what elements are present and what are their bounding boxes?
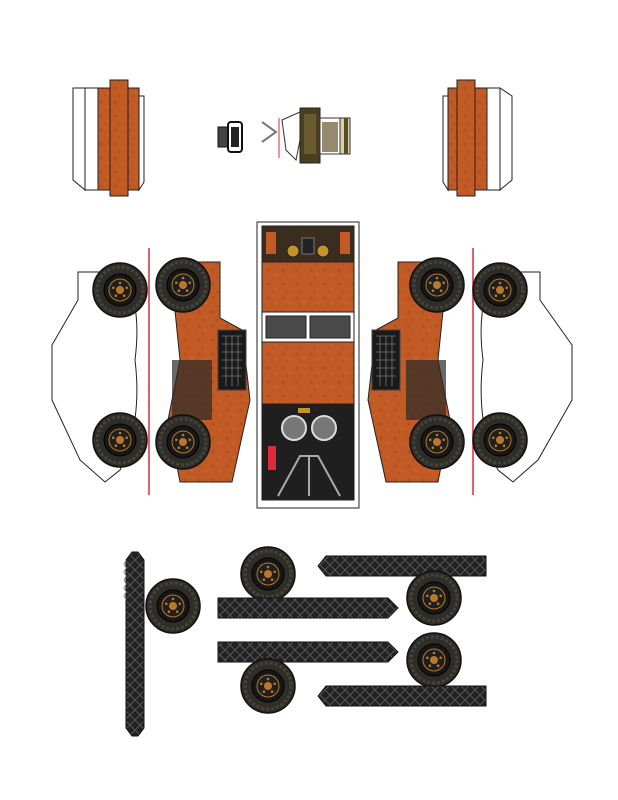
wheel-icon: [239, 545, 297, 603]
roof-strip-left: [72, 79, 145, 197]
wheel-icon: [405, 569, 463, 627]
wheel-icon: [405, 631, 463, 689]
small-part-engine: [261, 107, 351, 164]
roof-strip-right: [442, 79, 513, 197]
tread-strip-2: [217, 597, 399, 619]
small-part-seat: [217, 121, 243, 153]
tread-strip-4: [317, 685, 487, 707]
side-panel-right: [367, 256, 466, 483]
wheel-icon: [144, 577, 202, 635]
tread-strip-vertical: [123, 551, 145, 737]
side-panel-left: [154, 256, 251, 483]
wheel-icon: [239, 657, 297, 715]
side-panel-right-outer: [471, 248, 573, 495]
tread-strip-3: [217, 641, 399, 663]
center-body-strip: [256, 221, 360, 509]
side-panel-left-outer: [51, 248, 150, 495]
tread-strip-1: [317, 555, 487, 577]
